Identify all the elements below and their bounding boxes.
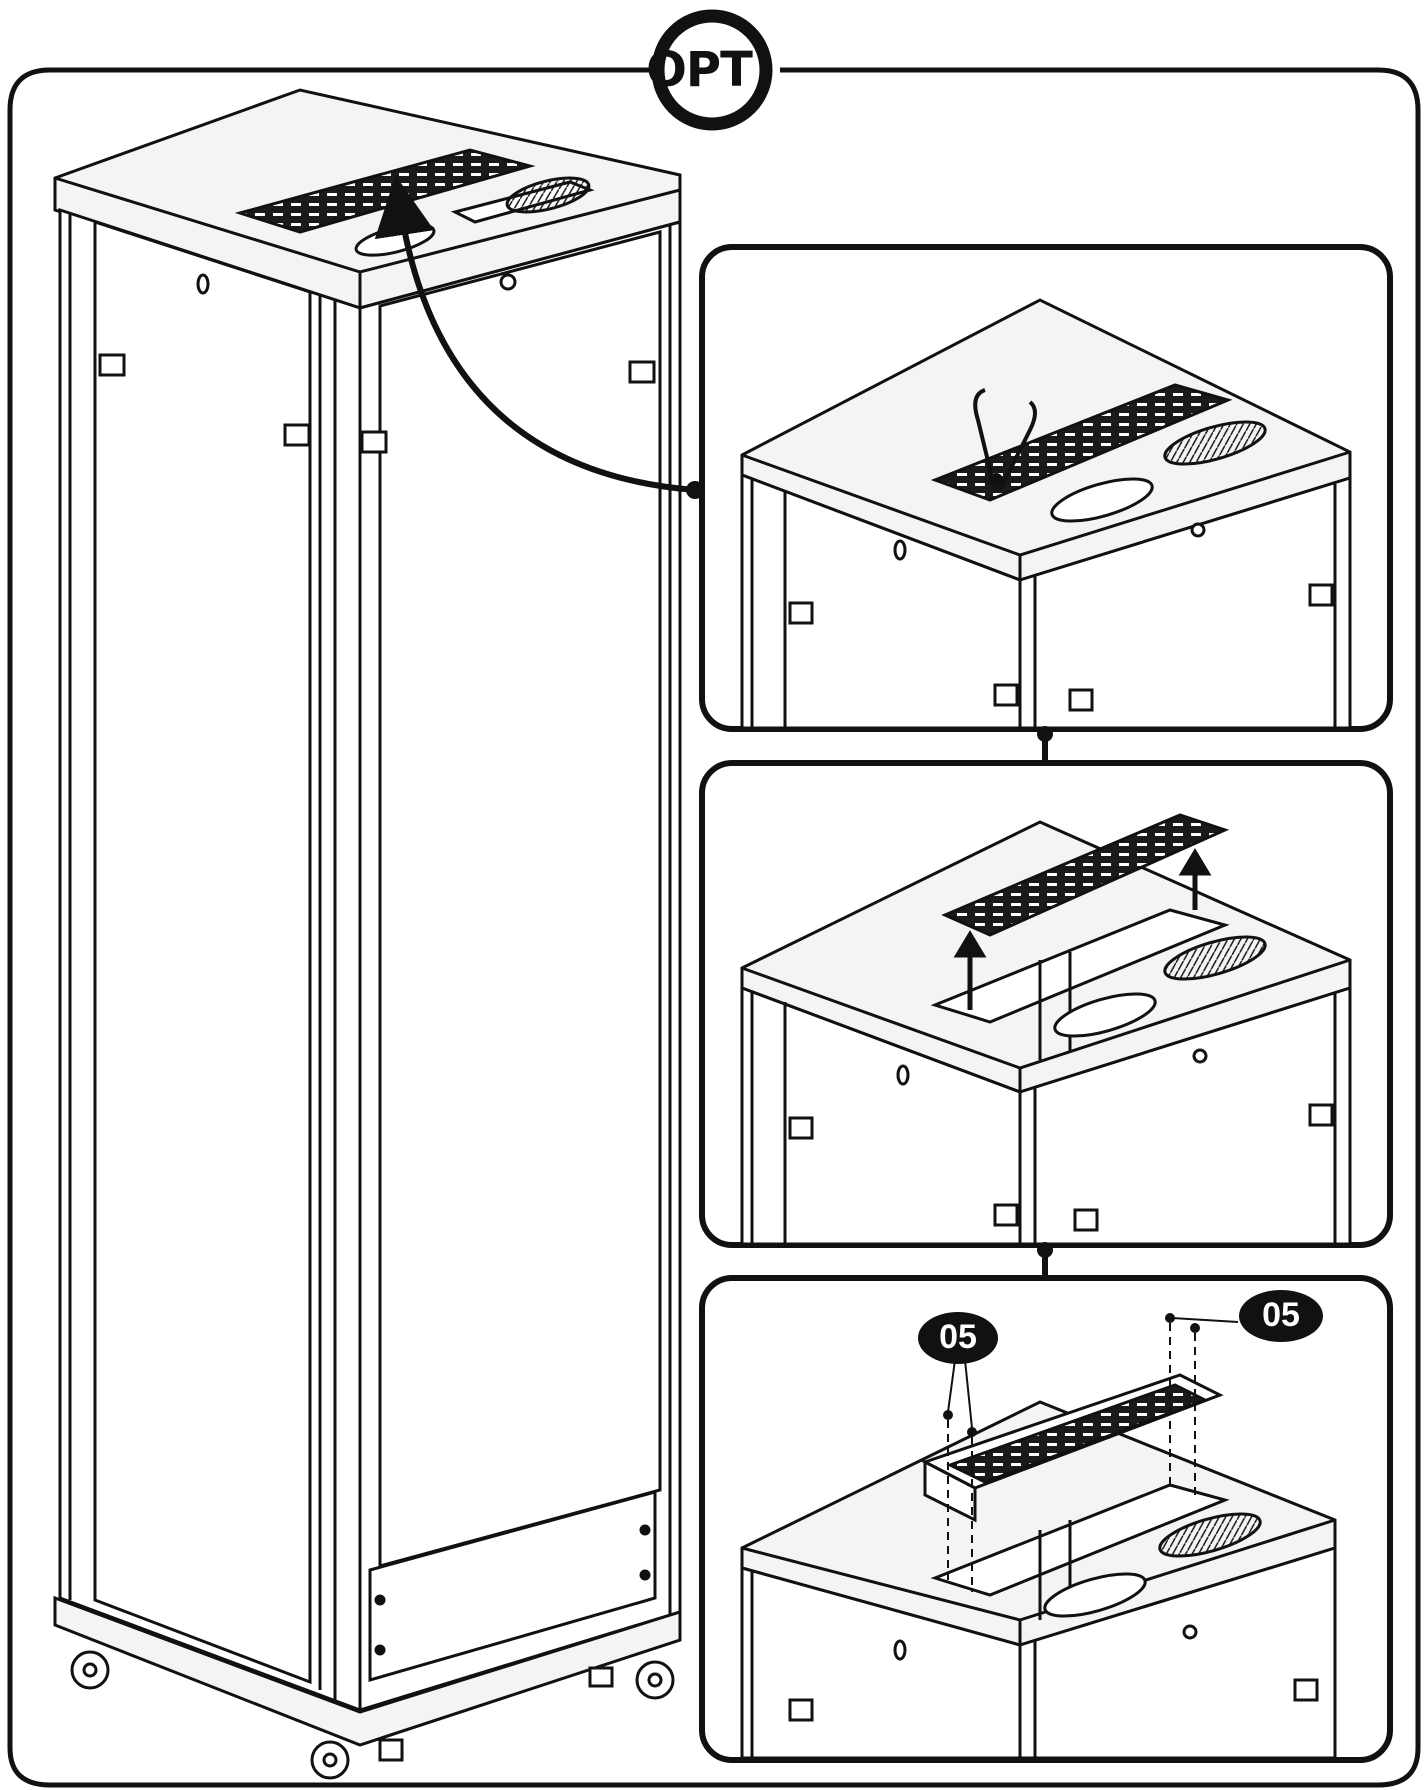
cable-entry-brush-icon	[1158, 1512, 1262, 1558]
callout-label-right: 05	[1262, 1296, 1300, 1334]
full-cabinet	[53, 88, 682, 1780]
detail-panel-1	[699, 244, 1393, 732]
detail-panel-2	[699, 760, 1393, 1248]
detail-panel-3	[699, 1275, 1393, 1763]
cable-entry-brush-icon	[505, 176, 591, 214]
callout-bubble-left	[918, 1312, 998, 1364]
opt-badge	[651, 9, 773, 131]
opt-badge-label: OPT	[646, 42, 753, 98]
cable-entry-brush-icon	[1163, 935, 1267, 981]
screw-icon	[943, 1313, 1239, 1592]
outer-frame	[7, 67, 1421, 1788]
cable-entry-brush-icon	[1163, 420, 1267, 466]
pliers-icon	[973, 388, 1037, 491]
vent-grille-icon	[946, 1383, 1209, 1484]
lift-arrows	[953, 848, 1212, 1010]
caster-wheels	[70, 1650, 675, 1780]
vent-grille-icon	[941, 813, 1230, 937]
callout-bubble-right	[1239, 1290, 1323, 1342]
front-panel	[358, 220, 682, 1713]
callout-label-left: 05	[939, 1318, 977, 1356]
side-panel	[58, 207, 362, 1713]
